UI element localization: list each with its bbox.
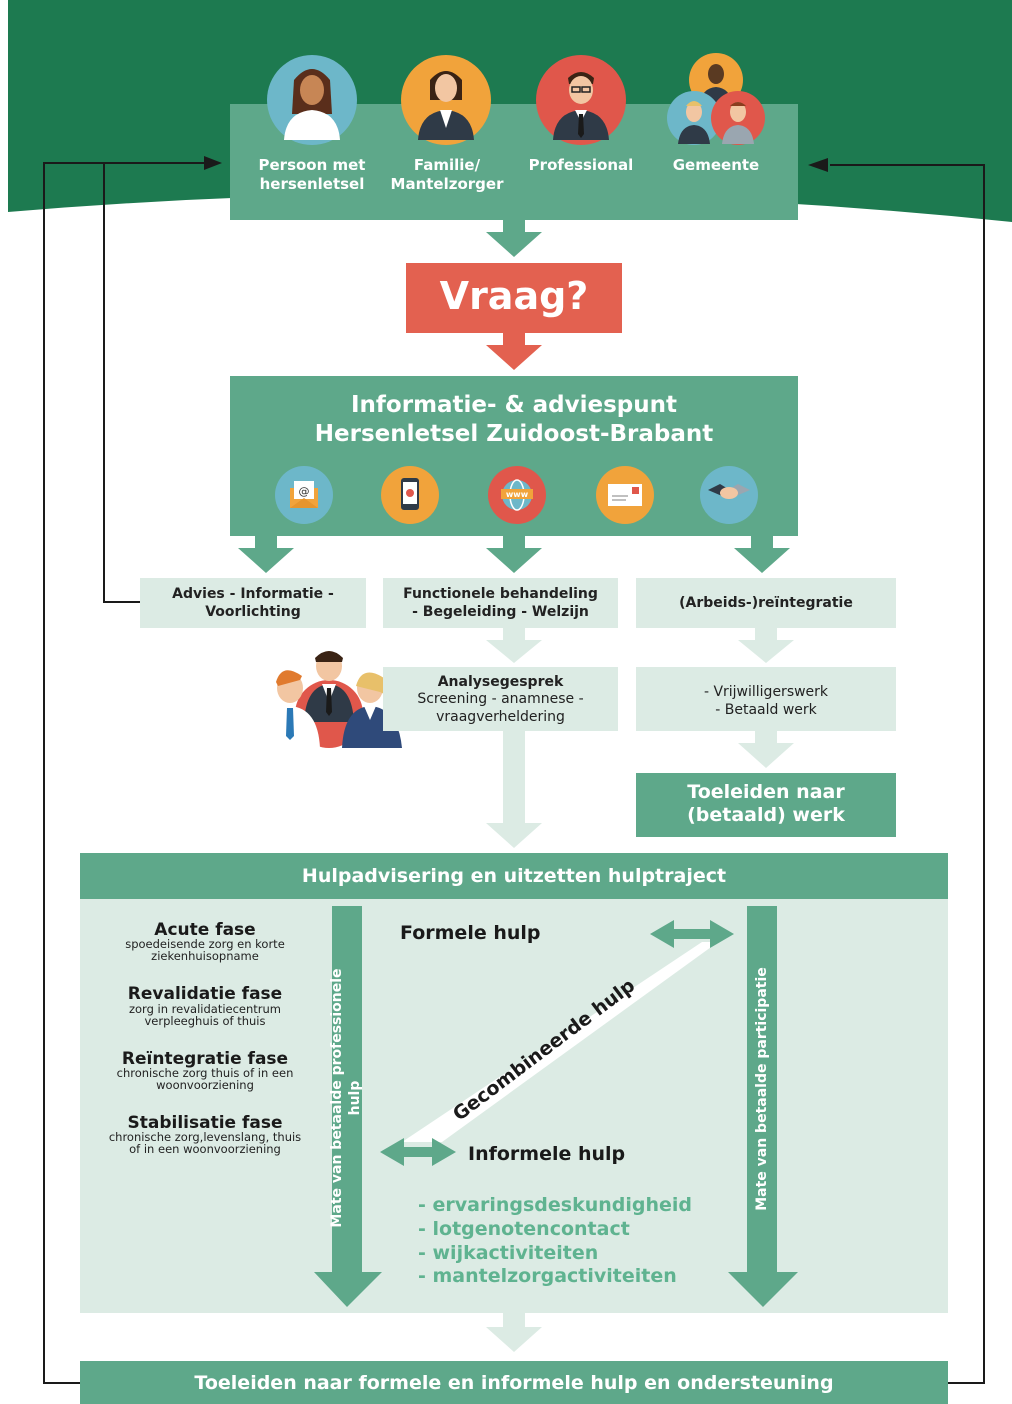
phase-title: Stabilisatie fase	[127, 1113, 283, 1133]
arrow-down-icon	[486, 536, 542, 573]
work-options-list: - Vrijwilligerswerk - Betaald werk	[703, 684, 829, 718]
woman-avatar-icon	[267, 55, 357, 145]
actor-label: Professional	[528, 156, 634, 174]
phase-title: Revalidatie fase	[127, 984, 283, 1004]
work-result-label: Toeleiden naar (betaald) werk	[687, 781, 845, 826]
column-functionele	[383, 578, 618, 628]
infopunt-title: Informatie- & adviespunt	[350, 392, 678, 418]
informal-item: - wijkactiviteiten	[418, 1242, 599, 1264]
question-box	[406, 263, 622, 333]
column-advies	[140, 578, 366, 628]
professional-help-axis-arrow	[314, 906, 382, 1307]
footer-label: Toeleiden naar formele en informele hulp…	[194, 1372, 834, 1394]
analysis-box	[383, 667, 618, 731]
infopunt-title: Hersenletsel Zuidoost-Brabant	[314, 421, 714, 447]
left-axis-label: Mate van betaalde professionele hulp	[329, 968, 363, 1228]
hulp-header	[80, 853, 948, 899]
svg-text:www: www	[506, 490, 529, 499]
informal-item: - lotgenotencontact	[418, 1218, 630, 1240]
phase-title: Acute fase	[154, 920, 256, 940]
group-avatar-icon	[667, 53, 765, 145]
phase-description: chronische zorg thuis of in een woonvoor…	[116, 1066, 294, 1092]
phase-description: chronische zorg,levenslang, thuis of in …	[108, 1130, 302, 1156]
column-advies-title: Advies - Informatie - Voorlichting	[172, 586, 334, 620]
column-reintegratie-title: (Arbeids-)reïntegratie	[679, 595, 853, 611]
informal-item: - mantelzorgactiviteiten	[418, 1265, 677, 1287]
right-axis-label: Mate van betaalde participatie	[754, 967, 770, 1211]
arrow-down-icon	[734, 536, 790, 573]
work-result-box	[636, 773, 896, 837]
footer-box	[80, 1361, 948, 1404]
arrow-down-icon	[738, 628, 794, 663]
informal-item: - ervaringsdeskundigheid	[418, 1194, 693, 1216]
phase-description: spoedeisende zorg en korte ziekenhuisopn…	[125, 937, 285, 963]
phase-description: zorg in revalidatiecentrum verpleeghuis …	[128, 1002, 282, 1028]
email-icon: @	[275, 466, 333, 524]
column-reintegratie	[636, 578, 896, 628]
phase-title: Reïntegratie fase	[121, 1049, 289, 1069]
svg-text:@: @	[299, 485, 310, 498]
actor-label: Gemeente	[672, 156, 760, 174]
work-options-box	[636, 667, 896, 731]
letter-icon	[596, 466, 654, 524]
arrow-down-icon	[486, 628, 542, 663]
combined-help-band	[380, 920, 734, 1166]
team-illustration-icon	[256, 651, 402, 748]
column-functionele-title: Functionele behandeling - Begeleiding - …	[403, 586, 598, 620]
arrow-down-icon	[486, 333, 542, 370]
formal-help-label: Formele hulp	[400, 922, 541, 944]
woman-avatar-icon	[401, 55, 491, 145]
www-icon: www	[488, 466, 546, 524]
arrow-down-icon	[486, 1313, 542, 1352]
hulp-panel	[80, 899, 948, 1313]
handshake-icon	[700, 466, 758, 524]
actor-label: Familie/ Mantelzorger	[390, 156, 504, 193]
man-avatar-icon	[536, 55, 626, 145]
analysis-title: Analysegesprek	[437, 674, 564, 690]
arrow-down-icon	[486, 731, 542, 848]
actor-label: Persoon met hersenletsel	[258, 156, 366, 193]
informal-help-label: Informele hulp	[468, 1143, 626, 1165]
arrow-down-icon	[486, 220, 542, 257]
arrow-down-icon	[738, 731, 794, 768]
question-label: Vraag?	[439, 274, 589, 318]
hulp-title: Hulpadvisering en uitzetten hulptraject	[301, 865, 727, 887]
arrow-down-icon	[238, 536, 294, 573]
participation-axis-arrow	[728, 906, 798, 1307]
analysis-description: Screening - anamnese - vraagverheldering	[417, 691, 584, 725]
phone-icon	[381, 466, 439, 524]
